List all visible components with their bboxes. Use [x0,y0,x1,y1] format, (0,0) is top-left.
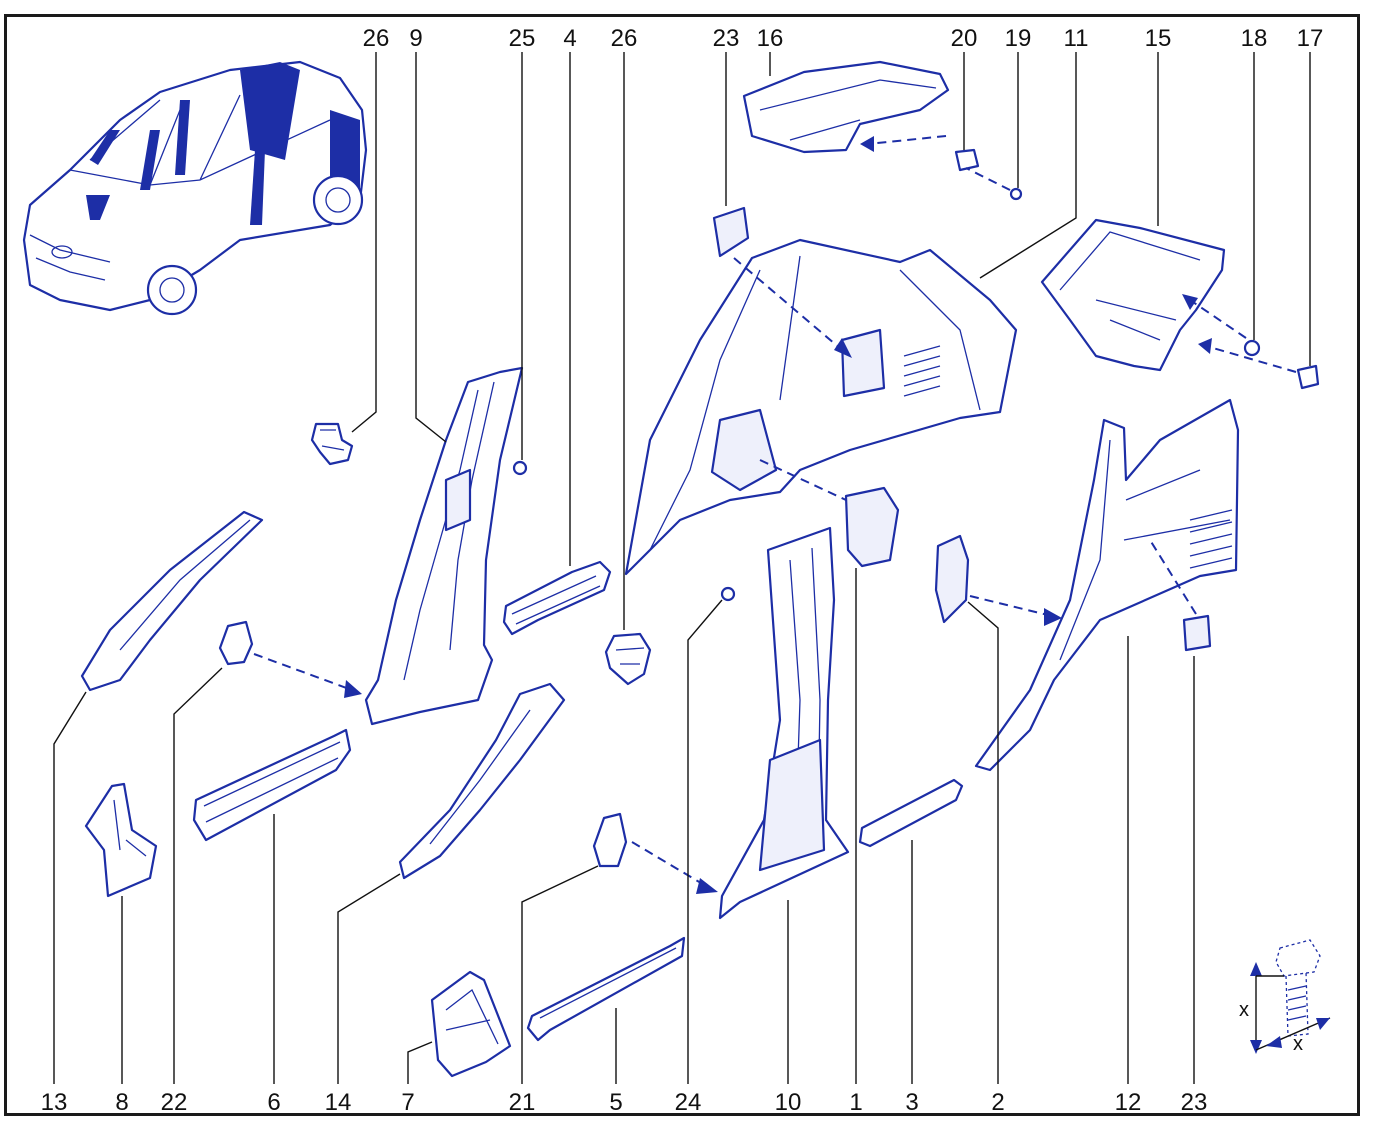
callout-bottom-10: 1 [849,1089,862,1116]
assembly-arrows [253,135,1297,894]
part-26-clip-upper [310,422,354,466]
callout-bottom-1: 8 [115,1089,128,1116]
part-3-sill-trim [858,778,964,848]
part-7-corner-trim [430,970,512,1078]
callout-top-8: 19 [1005,25,1032,52]
callout-top-5: 23 [713,25,740,52]
diagram-frame [4,14,1360,1116]
part-21-clip [592,812,628,868]
callout-top-3: 4 [563,25,576,52]
part-6-sill-trim [192,728,352,842]
part-2-cover [934,534,970,624]
callout-bottom-14: 23 [1181,1089,1208,1116]
callout-top-4: 26 [611,25,638,52]
part-15-upper-rear-trim [1040,218,1226,372]
dimension-label-vertical: x [1239,999,1249,1021]
part-18-fastener [1243,339,1261,357]
callout-bottom-7: 5 [609,1089,622,1116]
part-26-clip-lower [604,632,652,686]
part-13-a-pillar-trim [80,510,264,692]
part-5-sill-trim [526,936,686,1042]
callout-top-7: 20 [951,25,978,52]
callout-bottom-0: 13 [41,1089,68,1116]
callout-top-0: 26 [363,25,390,52]
callout-bottom-12: 2 [991,1089,1004,1116]
part-24-screw [720,586,736,602]
part-22-clip [218,620,254,666]
part-9-pillar-trim [364,366,524,726]
callout-bottom-2: 22 [161,1089,188,1116]
callout-top-1: 9 [409,25,422,52]
callout-bottom-5: 7 [401,1089,414,1116]
vehicle-overview-icon [22,60,368,316]
callout-top-6: 16 [757,25,784,52]
bolt-dimension-icon [1250,939,1331,1054]
part-14-pillar-lower-trim [398,682,566,880]
callout-top-11: 18 [1241,25,1268,52]
part-11-quarter-trim [624,238,1018,576]
part-12-lower-quarter-trim [974,398,1240,772]
part-8-lower-trim [84,782,158,898]
part-16-upper-trim [742,60,950,154]
part-20-clip [954,148,980,172]
callout-bottom-11: 3 [905,1089,918,1116]
callout-bottom-9: 10 [775,1089,802,1116]
callout-top-9: 11 [1064,25,1089,52]
part-23-cap-upper [712,206,750,258]
part-25-screw [512,460,528,476]
part-23-cap-lower [1182,614,1212,652]
callout-top-10: 15 [1145,25,1172,52]
callout-top-12: 17 [1297,25,1324,52]
part-19-screw [1009,187,1023,201]
labels-top: 26 9 25 4 26 23 16 20 19 11 15 18 17 [363,25,1324,52]
callout-bottom-6: 21 [509,1089,536,1116]
leader-lines [53,52,1311,1084]
part-10-b-pillar-trim [718,526,850,920]
part-17-clip [1296,364,1320,390]
callout-top-2: 25 [509,25,536,52]
part-4-sill-trim [502,560,612,636]
callout-bottom-13: 12 [1115,1089,1142,1116]
dimension-label-horizontal: x [1293,1033,1303,1055]
callout-bottom-4: 14 [325,1089,352,1116]
callout-bottom-8: 24 [675,1089,702,1116]
part-1-cover [844,486,900,568]
callout-bottom-3: 6 [267,1089,280,1116]
